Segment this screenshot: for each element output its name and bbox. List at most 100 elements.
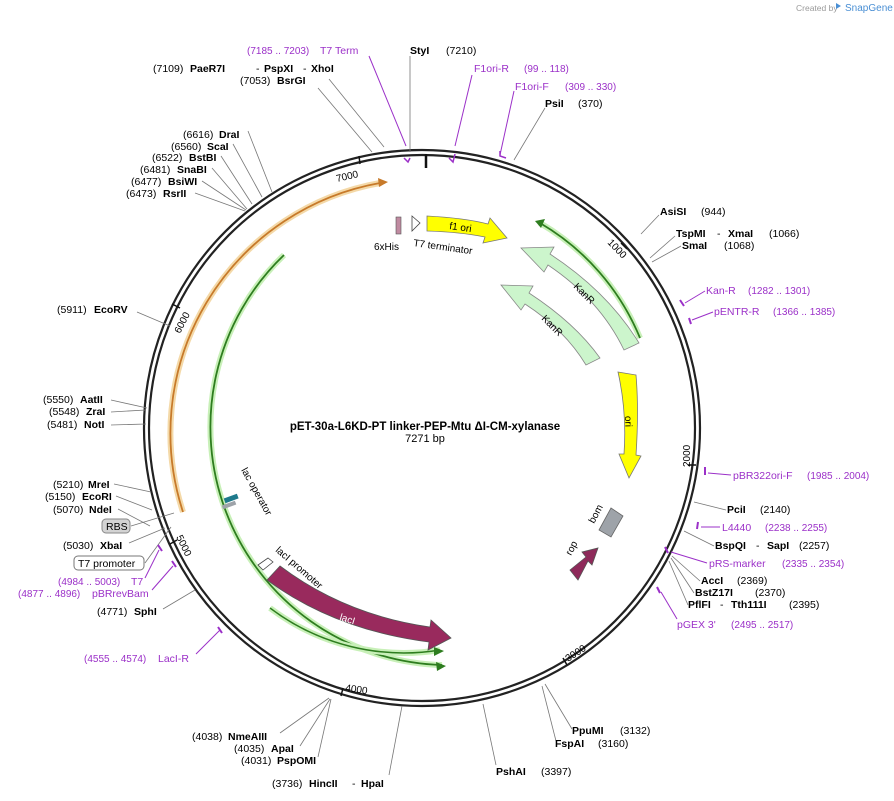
site-pcii: PciI (2140) (693, 501, 790, 516)
t7-promoter-box: T7 promoter (73, 526, 172, 571)
svg-text:PspOMI: PspOMI (277, 755, 316, 767)
svg-text:-: - (756, 540, 760, 552)
svg-text:NdeI: NdeI (89, 504, 112, 516)
laci-feature: lacI (266, 565, 452, 651)
brand-text: SnapGene (845, 3, 893, 14)
svg-text:(2257): (2257) (799, 540, 829, 552)
backbone-ring (142, 148, 702, 708)
svg-text:LacI-R: LacI-R (158, 653, 189, 665)
svg-text:XmaI: XmaI (728, 228, 753, 240)
orange-arc (167, 178, 388, 513)
lac-operator-label: lac operator (238, 466, 274, 518)
svg-text:(5030): (5030) (63, 540, 93, 552)
svg-text:BstBI: BstBI (189, 152, 217, 164)
svg-text:(2140): (2140) (760, 504, 790, 516)
tick-label-1000: 1000 (605, 237, 629, 261)
svg-text:pENTR-R: pENTR-R (714, 306, 760, 318)
svg-text:PshAI: PshAI (496, 766, 526, 778)
svg-text:NotI: NotI (84, 419, 104, 431)
site-xbai: (5030) XbaI (63, 527, 166, 552)
rbs-box: RBS (101, 512, 175, 534)
svg-text:BsrGI: BsrGI (277, 75, 306, 87)
svg-text:-: - (717, 228, 721, 240)
site-ecori: (5150) EcoRI (45, 491, 153, 511)
site-styi: StyI (7210) (409, 45, 476, 152)
svg-text:pBRrevBam: pBRrevBam (92, 588, 149, 600)
svg-text:(1366 .. 1385): (1366 .. 1385) (773, 307, 835, 318)
svg-text:-: - (303, 63, 307, 75)
svg-text:(5070): (5070) (53, 504, 83, 516)
svg-text:(2395): (2395) (789, 599, 819, 611)
svg-text:ScaI: ScaI (207, 141, 229, 153)
svg-text:L4440: L4440 (722, 522, 751, 534)
svg-text:BstZ17I: BstZ17I (695, 587, 733, 599)
rop-label: rop (564, 539, 581, 557)
svg-text:EcoRI: EcoRI (82, 491, 112, 503)
site-nmeaiii: (4038) NmeAIII (192, 697, 330, 743)
svg-text:(6473): (6473) (126, 188, 156, 200)
svg-text:(7185 .. 7203): (7185 .. 7203) (247, 46, 309, 57)
primer-t7-term: (7185 .. 7203) T7 Term (247, 45, 411, 164)
svg-text:(3132): (3132) (620, 725, 650, 737)
t7-promoter-label: T7 promoter (78, 558, 136, 570)
svg-text:-: - (256, 63, 260, 75)
svg-text:(6560): (6560) (171, 141, 201, 153)
svg-text:HincII: HincII (309, 778, 338, 790)
svg-text:(6477): (6477) (131, 176, 161, 188)
site-zrai: (5548) ZraI (49, 406, 147, 418)
tick-label-7000: 7000 (335, 169, 360, 185)
svg-text:(5550): (5550) (43, 394, 73, 406)
svg-text:StyI: StyI (410, 45, 429, 57)
sixhis-feature: 6xHis (374, 216, 402, 253)
svg-text:(5911): (5911) (57, 304, 87, 316)
plasmid-name: pET-30a-L6KD-PT linker-PEP-Mtu ΔI-CM-xyl… (290, 421, 560, 433)
primer-pentr-r: pENTR-R (1366 .. 1385) (688, 306, 835, 325)
primer-l4440: L4440 (2238 .. 2255) (696, 521, 827, 534)
site-hincii-hpai: (3736) HincII - HpaI (272, 705, 403, 790)
svg-text:AccI: AccI (701, 575, 723, 587)
svg-text:pGEX 3': pGEX 3' (677, 619, 716, 631)
site-smai: SmaI (1068) (651, 240, 754, 263)
primer-pgex3: pGEX 3' (2495 .. 2517) (656, 586, 793, 631)
svg-text:pRS-marker: pRS-marker (709, 558, 766, 570)
green-arc-laci-promoter (268, 605, 444, 656)
site-asisi: AsiSI (944) (640, 206, 726, 235)
svg-text:PspXI: PspXI (264, 63, 293, 75)
svg-text:PflFI: PflFI (688, 599, 711, 611)
svg-text:BspQI: BspQI (715, 540, 746, 552)
svg-text:(2335 .. 2354): (2335 .. 2354) (782, 559, 844, 570)
svg-text:(4771): (4771) (97, 606, 127, 618)
svg-text:AsiSI: AsiSI (660, 206, 686, 218)
svg-text:(4555 .. 4574): (4555 .. 4574) (84, 654, 146, 665)
svg-text:FspAI: FspAI (555, 738, 584, 750)
svg-text:(1066): (1066) (769, 228, 799, 240)
svg-text:(3397): (3397) (541, 766, 571, 778)
svg-text:RsrII: RsrII (163, 188, 186, 200)
svg-text:-: - (352, 778, 356, 790)
svg-text:(2495 .. 2517): (2495 .. 2517) (731, 620, 793, 631)
tick-4000: 4000 (340, 683, 369, 697)
svg-text:HpaI: HpaI (361, 778, 384, 790)
f1-ori-feature: f1 ori (426, 215, 508, 244)
primer-prs-marker: pRS-marker (2335 .. 2354) (664, 546, 844, 570)
svg-text:(7109): (7109) (153, 63, 183, 75)
svg-text:(5481): (5481) (47, 419, 77, 431)
site-bspqi-sapi: BspQI - SapI (2257) (683, 530, 829, 552)
svg-text:pBR322ori-F: pBR322ori-F (733, 470, 793, 482)
svg-text:(4031): (4031) (241, 755, 271, 767)
svg-text:SphI: SphI (134, 606, 157, 618)
site-fspai: FspAI (3160) (541, 685, 628, 750)
svg-text:ZraI: ZraI (86, 406, 105, 418)
primer-laci-r: (4555 .. 4574) LacI-R (84, 626, 223, 665)
svg-text:(99 .. 118): (99 .. 118) (524, 64, 569, 75)
site-mrei: (5210) MreI (53, 479, 152, 493)
svg-text:(370): (370) (578, 98, 603, 110)
svg-text:EcoRV: EcoRV (94, 304, 128, 316)
site-snabi: (6481) SnaBI (140, 164, 248, 210)
primer-f1ori-f: F1ori-F (309 .. 330) (499, 81, 616, 159)
svg-text:(6522): (6522) (152, 152, 182, 164)
rop-feature: rop (564, 539, 599, 581)
svg-text:XhoI: XhoI (311, 63, 334, 75)
svg-text:SapI: SapI (767, 540, 789, 552)
svg-text:TspMI: TspMI (676, 228, 706, 240)
